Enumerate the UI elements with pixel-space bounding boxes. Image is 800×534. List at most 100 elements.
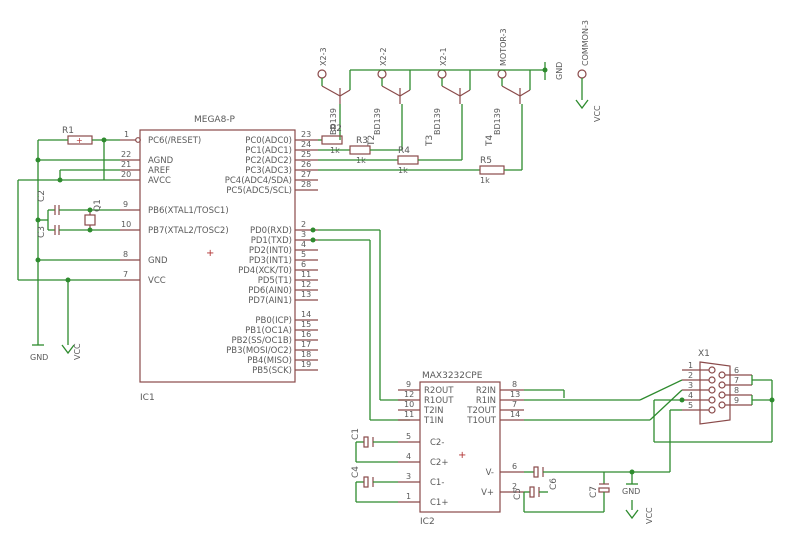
svg-text:5: 5 bbox=[406, 432, 411, 441]
svg-text:21: 21 bbox=[121, 160, 131, 169]
terminal-x2-1 bbox=[437, 69, 447, 79]
svg-text:13: 13 bbox=[510, 390, 520, 399]
svg-text:10: 10 bbox=[121, 220, 131, 229]
ic1-pin-label: PD6(AIN0) bbox=[248, 286, 292, 296]
svg-text:1: 1 bbox=[124, 130, 129, 139]
ic1-pin-label: PC5(ADC5/SCL) bbox=[226, 186, 292, 196]
ic1-pin-label: PD3(INT1) bbox=[249, 256, 292, 266]
ic1-left-pins: 1 PC6(/RESET) 22 AGND 21 AREF 20 AVCC 9 … bbox=[120, 130, 229, 286]
ic1-pin-label: PD4(XCK/T0) bbox=[238, 266, 292, 276]
svg-text:14: 14 bbox=[510, 410, 520, 419]
svg-text:3: 3 bbox=[301, 230, 306, 239]
svg-text:7: 7 bbox=[123, 270, 128, 279]
ic2-supply-caps: C6 C5 C7 GND VCC bbox=[513, 466, 670, 524]
ic1-pin-label: PD7(AIN1) bbox=[248, 296, 292, 306]
ic2-pin-label: T1OUT bbox=[466, 416, 497, 426]
svg-text:27: 27 bbox=[301, 170, 311, 179]
svg-text:12: 12 bbox=[404, 390, 414, 399]
ic1-pin-label: PC1(ADC1) bbox=[245, 146, 292, 156]
svg-text:24: 24 bbox=[301, 140, 311, 149]
ic1-name: MEGA8-P bbox=[194, 115, 236, 125]
ic1-pin-label: PC2(ADC2) bbox=[245, 156, 292, 166]
ic2-ref: IC2 bbox=[420, 517, 435, 527]
svg-text:9: 9 bbox=[406, 380, 411, 389]
ic2-pin-label: C2- bbox=[430, 438, 444, 448]
t4-type: BD139 bbox=[493, 108, 502, 135]
ic2-pin-label: R1OUT bbox=[424, 396, 454, 406]
svg-text:3: 3 bbox=[406, 472, 411, 481]
ic2-pin-label: T1IN bbox=[423, 416, 443, 426]
c6-ref: C6 bbox=[549, 478, 559, 490]
svg-text:14: 14 bbox=[301, 310, 311, 319]
svg-text:11: 11 bbox=[404, 410, 414, 419]
ic1-pin-label: PB3(MOSI/OC2) bbox=[226, 346, 292, 356]
ic1-pin-label: PD0(RXD) bbox=[250, 226, 292, 236]
svg-text:MOTOR-3: MOTOR-3 bbox=[499, 28, 508, 66]
svg-text:9: 9 bbox=[123, 200, 128, 209]
svg-text:20: 20 bbox=[121, 170, 131, 179]
ic1-pin-label: PD5(T1) bbox=[258, 276, 292, 286]
svg-text:1: 1 bbox=[688, 361, 693, 370]
svg-text:4: 4 bbox=[301, 240, 306, 249]
ic2-pin-label: C1- bbox=[430, 478, 444, 488]
c2-ref: C2 bbox=[37, 190, 47, 202]
vcc-label: VCC bbox=[73, 343, 82, 360]
svg-text:28: 28 bbox=[301, 180, 311, 189]
svg-text:15: 15 bbox=[301, 320, 311, 329]
ic2-charge-pump-caps: C1 C4 bbox=[351, 428, 398, 503]
ic1-right-pins: 23 PC0(ADC0) 24 PC1(ADC1) 25 PC2(ADC2) 2… bbox=[225, 130, 318, 376]
svg-text:7: 7 bbox=[512, 400, 517, 409]
svg-text:2: 2 bbox=[301, 220, 306, 229]
terminal-motor-3 bbox=[497, 69, 507, 79]
ic1-pin-label: AREF bbox=[148, 166, 170, 176]
ic1-pin-label: AGND bbox=[148, 156, 174, 166]
svg-text:9: 9 bbox=[734, 396, 739, 405]
ic1-pin-label: PB7(XTAL2/TOSC2) bbox=[148, 226, 229, 236]
gnd-label-ic2: GND bbox=[622, 487, 640, 496]
terminal-x2-2 bbox=[377, 69, 387, 79]
ic2-pin-label: V- bbox=[486, 468, 494, 478]
svg-text:11: 11 bbox=[301, 270, 311, 279]
c4-ref: C4 bbox=[351, 466, 361, 478]
ic1-pin-label: PB0(ICP) bbox=[255, 316, 292, 326]
q1-ref: Q1 bbox=[93, 199, 103, 212]
r1-ref: R1 bbox=[62, 126, 74, 136]
c3-ref: C3 bbox=[37, 226, 47, 238]
ic2-pin-label: C1+ bbox=[430, 498, 448, 508]
c7-ref: C7 bbox=[589, 486, 599, 498]
svg-text:23: 23 bbox=[301, 130, 311, 139]
ic1-pin-label: GND bbox=[148, 256, 168, 266]
svg-text:COMMON-3: COMMON-3 bbox=[581, 20, 590, 66]
left-support-circuit: + R1 GND VCC C2 bbox=[17, 126, 120, 362]
ic1-pin-label: PB6(XTAL1/TOSC1) bbox=[148, 206, 229, 216]
r2-ref: R2 bbox=[330, 124, 342, 134]
ic1-mega8: MEGA8-P IC1 + 1 PC6(/RESET) 22 AGND 21 A… bbox=[120, 115, 318, 403]
ic2-body bbox=[419, 381, 501, 513]
c5-ref: C5 bbox=[513, 488, 523, 500]
svg-text:5: 5 bbox=[301, 250, 306, 259]
gnd-label-top: GND bbox=[555, 62, 564, 80]
terminal-common-3 bbox=[577, 69, 587, 79]
svg-text:6: 6 bbox=[734, 366, 739, 375]
svg-text:X2-2: X2-2 bbox=[379, 47, 388, 66]
svg-text:1: 1 bbox=[406, 492, 411, 501]
ic1-pin-label: PB5(SCK) bbox=[252, 366, 292, 376]
ic2-pin-label: R2OUT bbox=[424, 386, 454, 396]
ic1-pin-label: PB1(OC1A) bbox=[245, 326, 292, 336]
r3-resistor bbox=[349, 145, 371, 155]
svg-text:+: + bbox=[76, 136, 83, 145]
svg-text:+: + bbox=[458, 450, 466, 461]
svg-text:2: 2 bbox=[688, 371, 693, 380]
ic1-pin-label: PB4(MISO) bbox=[247, 356, 292, 366]
vcc-label-top: VCC bbox=[593, 105, 602, 122]
svg-text:19: 19 bbox=[301, 360, 311, 369]
r5-resistor bbox=[479, 165, 505, 175]
svg-text:13: 13 bbox=[301, 290, 311, 299]
ic1-pin-label: PC0(ADC0) bbox=[245, 136, 292, 146]
svg-text:8: 8 bbox=[512, 380, 517, 389]
ic2-pin-label: V+ bbox=[481, 488, 494, 498]
svg-text:25: 25 bbox=[301, 150, 311, 159]
db9-connector-x1: X1 1 2 3 4 5 6 7 8 9 bbox=[682, 349, 752, 425]
t2-ref: T2 bbox=[367, 135, 377, 147]
